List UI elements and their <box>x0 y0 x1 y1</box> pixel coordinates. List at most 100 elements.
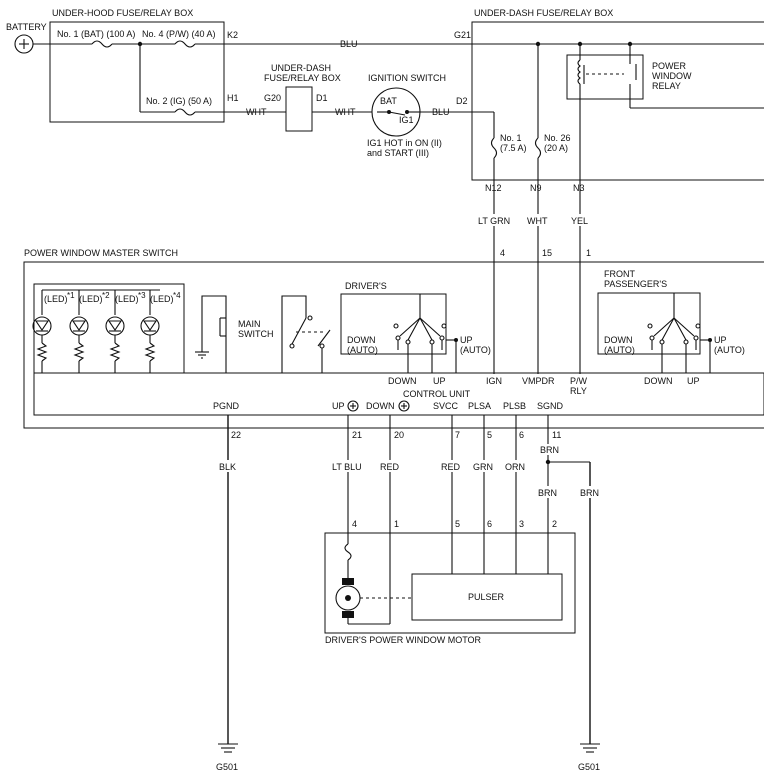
cu-up-driver: UP <box>433 376 446 386</box>
fuse-no1-underdash-a: No. 1 <box>500 133 522 143</box>
wire-wht-n9: WHT <box>527 216 548 226</box>
passenger-up-auto-1: UP <box>714 335 727 345</box>
drivers-up-auto-1: UP <box>460 335 473 345</box>
down-plus-icon <box>398 400 410 412</box>
wire-orn: ORN <box>505 462 525 472</box>
motor-pin-2: 2 <box>552 519 557 529</box>
led3-label: (LED) <box>115 294 139 304</box>
led1-symbol <box>32 290 52 373</box>
ignition-bat: BAT <box>380 96 397 106</box>
pin-bottom-11: 11 <box>552 430 561 440</box>
connector-n9: N9 <box>530 183 542 193</box>
passenger-down-auto-2: (AUTO) <box>604 345 635 355</box>
wire-blk: BLK <box>219 462 236 472</box>
connector-d2: D2 <box>456 96 468 106</box>
wire-blu-top: BLU <box>340 39 358 49</box>
cu-ign: IGN <box>486 376 502 386</box>
passenger-down-auto-1: DOWN <box>604 335 633 345</box>
wire-red-2: RED <box>441 462 461 472</box>
pin-bottom-7: 7 <box>455 430 460 440</box>
cu-down-terminal: DOWN <box>366 401 395 411</box>
pulser-label: PULSER <box>468 592 505 602</box>
passenger-switch-contacts <box>647 293 701 373</box>
main-switch-symbol <box>195 295 227 373</box>
pin-bottom-20: 20 <box>394 430 404 440</box>
fuse-no1-underdash-b: (7.5 A) <box>500 143 527 153</box>
ignition-note-2: and START (III) <box>367 148 429 158</box>
fuse-no4-symbol <box>174 40 196 48</box>
motor-pin-3: 3 <box>519 519 524 529</box>
front-passenger-title-1: FRONT <box>604 269 635 279</box>
cu-vmpdr: VMPDR <box>522 376 555 386</box>
main-switch-label-1: MAIN <box>238 319 261 329</box>
led3-symbol <box>105 290 125 373</box>
fuse-no2-symbol <box>174 108 196 116</box>
cu-plsa: PLSA <box>468 401 491 411</box>
ground-g501-left: G501 <box>216 762 238 772</box>
underhood-box-title: UNDER-HOOD FUSE/RELAY BOX <box>52 8 193 18</box>
cu-pw: P/W <box>570 376 588 386</box>
motor-brush-bottom <box>342 611 354 618</box>
pin-top-1: 1 <box>586 248 591 258</box>
led4-label: (LED) <box>150 294 174 304</box>
underdash-mid-title-1: UNDER-DASH <box>271 63 331 73</box>
power-window-relay <box>566 54 644 100</box>
motor-box <box>324 532 576 634</box>
wire-yel: YEL <box>571 216 588 226</box>
up-plus-icon <box>347 400 359 412</box>
relay-label-1: POWER <box>652 61 687 71</box>
motor-box-title: DRIVER'S POWER WINDOW MOTOR <box>325 635 482 645</box>
relay-coil <box>577 59 581 85</box>
wire-wht-1: WHT <box>246 107 267 117</box>
wire-brn-1: BRN <box>540 445 559 455</box>
wire-brn-3: BRN <box>580 488 599 498</box>
drivers-up-auto-2: (AUTO) <box>460 345 491 355</box>
pin-bottom-21: 21 <box>352 430 362 440</box>
fuse-no26-underdash <box>534 137 542 159</box>
fuse-no26-b: (20 A) <box>544 143 568 153</box>
drivers-switch-box <box>340 293 447 355</box>
ignition-ig1: IG1 <box>399 115 414 125</box>
connector-n12: N12 <box>485 183 502 193</box>
led1-label: (LED) <box>44 294 68 304</box>
cu-svcc: SVCC <box>433 401 459 411</box>
passenger-up-auto-2: (AUTO) <box>714 345 745 355</box>
cu-down-driver: DOWN <box>388 376 417 386</box>
main-switch-label-2: SWITCH <box>238 329 274 339</box>
cu-rly: RLY <box>570 386 587 396</box>
cu-sgnd: SGND <box>537 401 564 411</box>
connector-d1: D1 <box>316 93 328 103</box>
wire-red-1: RED <box>380 462 400 472</box>
led-indicator-box <box>33 283 185 374</box>
led1-sup: *1 <box>67 291 75 300</box>
front-passenger-title-2: PASSENGER'S <box>604 279 667 289</box>
fuse-no2-label: No. 2 (IG) (50 A) <box>146 96 212 106</box>
drivers-switch-contacts <box>393 294 447 373</box>
drivers-down-auto-2: (AUTO) <box>347 345 378 355</box>
fuse-no1-symbol <box>91 40 113 48</box>
wire-blu-ig: BLU <box>432 107 450 117</box>
underhood-fuse-box <box>49 21 225 123</box>
led4-sup: *4 <box>173 291 181 300</box>
drivers-switch-title: DRIVER'S <box>345 281 387 291</box>
motor-pin-4: 4 <box>352 519 357 529</box>
passenger-switch-box <box>597 292 701 355</box>
led2-symbol <box>69 290 89 373</box>
connector-n3: N3 <box>573 183 585 193</box>
pin-bottom-5: 5 <box>487 430 492 440</box>
connector-g20: G20 <box>264 93 281 103</box>
cu-up-passenger: UP <box>687 376 700 386</box>
fuse-no1-underdash <box>490 137 498 159</box>
cu-pgnd: PGND <box>213 401 240 411</box>
wire-grn: GRN <box>473 462 493 472</box>
led2-sup: *2 <box>102 291 110 300</box>
led4-symbol <box>140 290 160 373</box>
led2-label: (LED) <box>79 294 103 304</box>
wire-lt-grn: LT GRN <box>478 216 510 226</box>
cu-plsb: PLSB <box>503 401 526 411</box>
battery-label: BATTERY <box>6 22 47 32</box>
circuit-breaker-symbol <box>344 543 352 561</box>
master-switch-box <box>23 261 764 429</box>
underdash-mid-box <box>285 86 313 132</box>
